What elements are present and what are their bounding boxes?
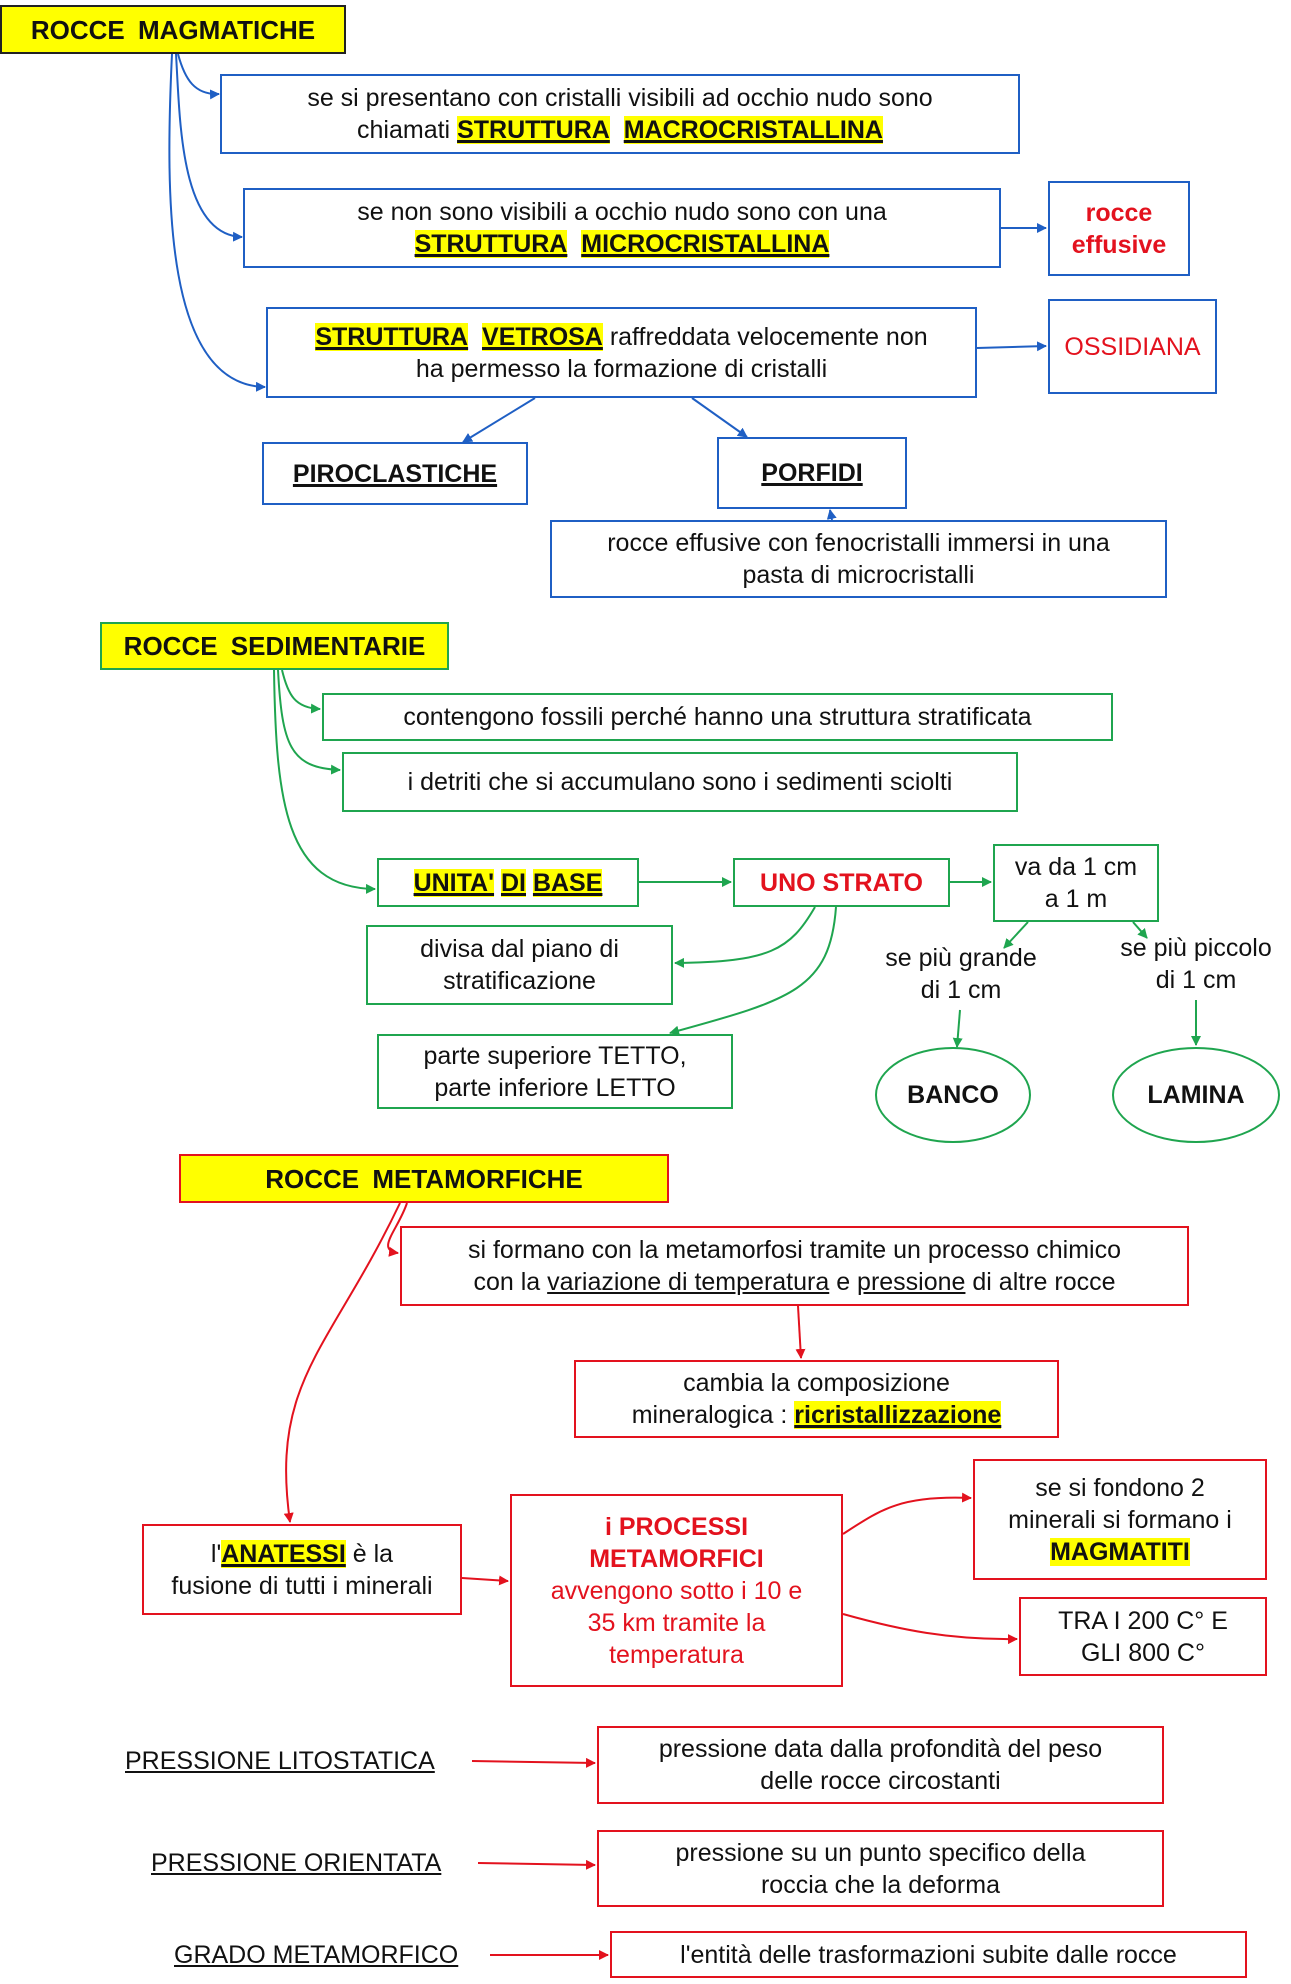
arrow-vetrosa-ossidiana: [976, 341, 1047, 352]
fossili-box: contengono fossili perché hanno una stru…: [322, 693, 1113, 741]
detriti-box: i detriti che si accumulano sono i sedim…: [342, 752, 1018, 812]
porfidi-desc-box: rocce effusive con fenocristalli immersi…: [550, 520, 1167, 598]
vetrosa-box: STRUTTURA VETROSA raffreddata velocement…: [266, 307, 977, 398]
processi-line5: temperatura: [609, 1640, 744, 1669]
formano-u2: pressione: [857, 1268, 966, 1296]
magmatiti-line1: se si fondono 2: [1035, 1473, 1205, 1502]
effusive-line2: effusive: [1071, 230, 1167, 259]
grande-label: se più grande di 1 cm: [885, 944, 1037, 1004]
processi-line3: avvengono sotto i 10 e: [550, 1576, 803, 1605]
range-line2: a 1 m: [1044, 885, 1108, 913]
range-line1: va da 1 cm: [1014, 853, 1138, 881]
arrow-desc-porfidi: [826, 509, 837, 521]
arrow-anatessi-processi: [461, 1575, 509, 1586]
lamina-node: LAMINA: [1112, 1047, 1280, 1143]
piroclastiche-text: PIROCLASTICHE: [292, 459, 498, 488]
grado-label: GRADO METAMORFICO: [174, 1941, 459, 1969]
unita-w1: UNITA': [413, 868, 495, 897]
piroclastiche-box: PIROCLASTICHE: [262, 442, 528, 505]
tetto-line1: parte superiore TETTO,: [423, 1041, 687, 1070]
arrow-processi-magmatiti: [842, 1492, 972, 1535]
banco-node: BANCO: [875, 1047, 1031, 1143]
arrow-grande-banco: [952, 1009, 963, 1048]
range-box: va da 1 cm a 1 m: [993, 844, 1159, 922]
magmatiti-hl: MAGMATITI: [1050, 1537, 1190, 1566]
arrow-vetrosa-porfidi: [691, 397, 748, 438]
arrow-litostatica: [471, 1757, 596, 1768]
anatessi-line2: fusione di tutti i minerali: [171, 1571, 433, 1600]
arrow-strato-divisa: [674, 906, 816, 968]
formano-u1: variazione di temperatura: [547, 1268, 830, 1296]
magmatiche-title: ROCCE MAGMATICHE: [0, 5, 346, 54]
vetrosa-hl1: STRUTTURA: [315, 322, 469, 351]
piccolo-label: se più piccolo di 1 cm: [1120, 934, 1272, 994]
arrow-formano-cambia: [795, 1305, 806, 1359]
formano-box: si formano con la metamorfosi tramite un…: [400, 1226, 1189, 1306]
porfidi-text: PORFIDI: [761, 459, 863, 487]
macro-prefix: chiamati: [357, 116, 458, 144]
unita-base-box: UNITA' DI BASE: [377, 858, 639, 907]
unita-w2: DI: [501, 868, 526, 897]
processi-box: i PROCESSI METAMORFICI avvengono sotto i…: [510, 1494, 843, 1687]
processi-line1: i PROCESSI: [604, 1512, 749, 1541]
ossidiana-box: OSSIDIANA: [1048, 299, 1217, 394]
fossili-text: contengono fossili perché hanno una stru…: [403, 703, 1032, 731]
arrow-processi-tra: [842, 1613, 1018, 1645]
vetrosa-line2: ha permesso la formazione di cristalli: [415, 354, 828, 383]
macrocristallina-box: se si presentano con cristalli visibili …: [220, 74, 1020, 154]
anatessi-hl: ANATESSI: [221, 1539, 346, 1568]
tra-line2: GLI 800 C°: [1081, 1638, 1205, 1667]
divisa-box: divisa dal piano di stratificazione: [366, 925, 673, 1005]
magmatiti-line2: minerali si formano i: [1008, 1505, 1232, 1534]
microcristallina-box: se non sono visibili a occhio nudo sono …: [243, 188, 1001, 268]
arrow-sed-fossili: [281, 669, 321, 714]
orientata-box: pressione su un punto specifico della ro…: [597, 1830, 1164, 1907]
temperatura-range-box: TRA I 200 C° E GLI 800 C°: [1019, 1597, 1267, 1676]
anatessi-box: l'ANATESSI è la fusione di tutti i miner…: [142, 1524, 462, 1615]
macro-hl1: STRUTTURA: [457, 116, 610, 144]
micro-hl1: STRUTTURA: [414, 230, 568, 258]
litostatica-label: PRESSIONE LITOSTATICA: [125, 1747, 435, 1775]
effusive-line1: rocce: [1085, 198, 1153, 227]
tra-line1: TRA I 200 C° E: [1058, 1606, 1228, 1635]
processi-line2: METAMORFICI: [589, 1544, 764, 1573]
detriti-text: i detriti che si accumulano sono i sedim…: [407, 768, 953, 796]
vetrosa-rest: raffreddata velocemente non: [602, 322, 928, 351]
macro-hl2: MACROCRISTALLINA: [623, 116, 883, 144]
micro-line1: se non sono visibili a occhio nudo sono …: [357, 198, 887, 226]
ossidiana-text: OSSIDIANA: [1064, 332, 1201, 361]
arrow-magmatiche-macro: [177, 53, 220, 100]
arrow-strato-tetto: [669, 906, 837, 1036]
formano-line1: si formano con la metamorfosi tramite un…: [467, 1236, 1122, 1264]
vetrosa-hl2: VETROSA: [482, 322, 603, 351]
rocce-effusive-box: rocce effusive: [1048, 181, 1190, 276]
arrow-vetrosa-piroclastiche: [462, 397, 536, 443]
sedimentarie-title: ROCCE SEDIMENTARIE: [100, 622, 449, 670]
porfidi-desc-line2: pasta di microcristalli: [742, 561, 975, 589]
magmatiti-box: se si fondono 2 minerali si formano i MA…: [973, 1459, 1267, 1580]
grado-box: l'entità delle trasformazioni subite dal…: [610, 1931, 1247, 1978]
metamorfiche-title: ROCCE METAMORFICHE: [179, 1154, 669, 1203]
micro-hl2: MICROCRISTALLINA: [581, 230, 830, 258]
litostatica-box: pressione data dalla profondità del peso…: [597, 1726, 1164, 1804]
macro-line1: se si presentano con cristalli visibili …: [307, 84, 933, 112]
divisa-line1: divisa dal piano di: [420, 935, 619, 963]
divisa-line2: stratificazione: [443, 967, 596, 995]
unita-w3: BASE: [532, 868, 603, 897]
uno-strato-box: UNO STRATO: [733, 858, 950, 907]
uno-strato-text: UNO STRATO: [760, 868, 923, 897]
arrow-meta-anatessi: [283, 1202, 401, 1523]
cambia-line1: cambia la composizione: [683, 1369, 950, 1397]
porfidi-box: PORFIDI: [717, 437, 907, 509]
tetto-line2: parte inferiore LETTO: [434, 1073, 676, 1102]
porfidi-desc-line1: rocce effusive con fenocristalli immersi…: [607, 529, 1110, 557]
orientata-label: PRESSIONE ORIENTATA: [151, 1849, 442, 1877]
tetto-letto-box: parte superiore TETTO, parte inferiore L…: [377, 1034, 733, 1109]
cambia-box: cambia la composizione mineralogica : ri…: [574, 1360, 1059, 1438]
arrow-orientata: [477, 1859, 596, 1870]
processi-line4: 35 km tramite la: [587, 1608, 766, 1637]
cambia-hl: ricristallizzazione: [794, 1401, 1002, 1429]
